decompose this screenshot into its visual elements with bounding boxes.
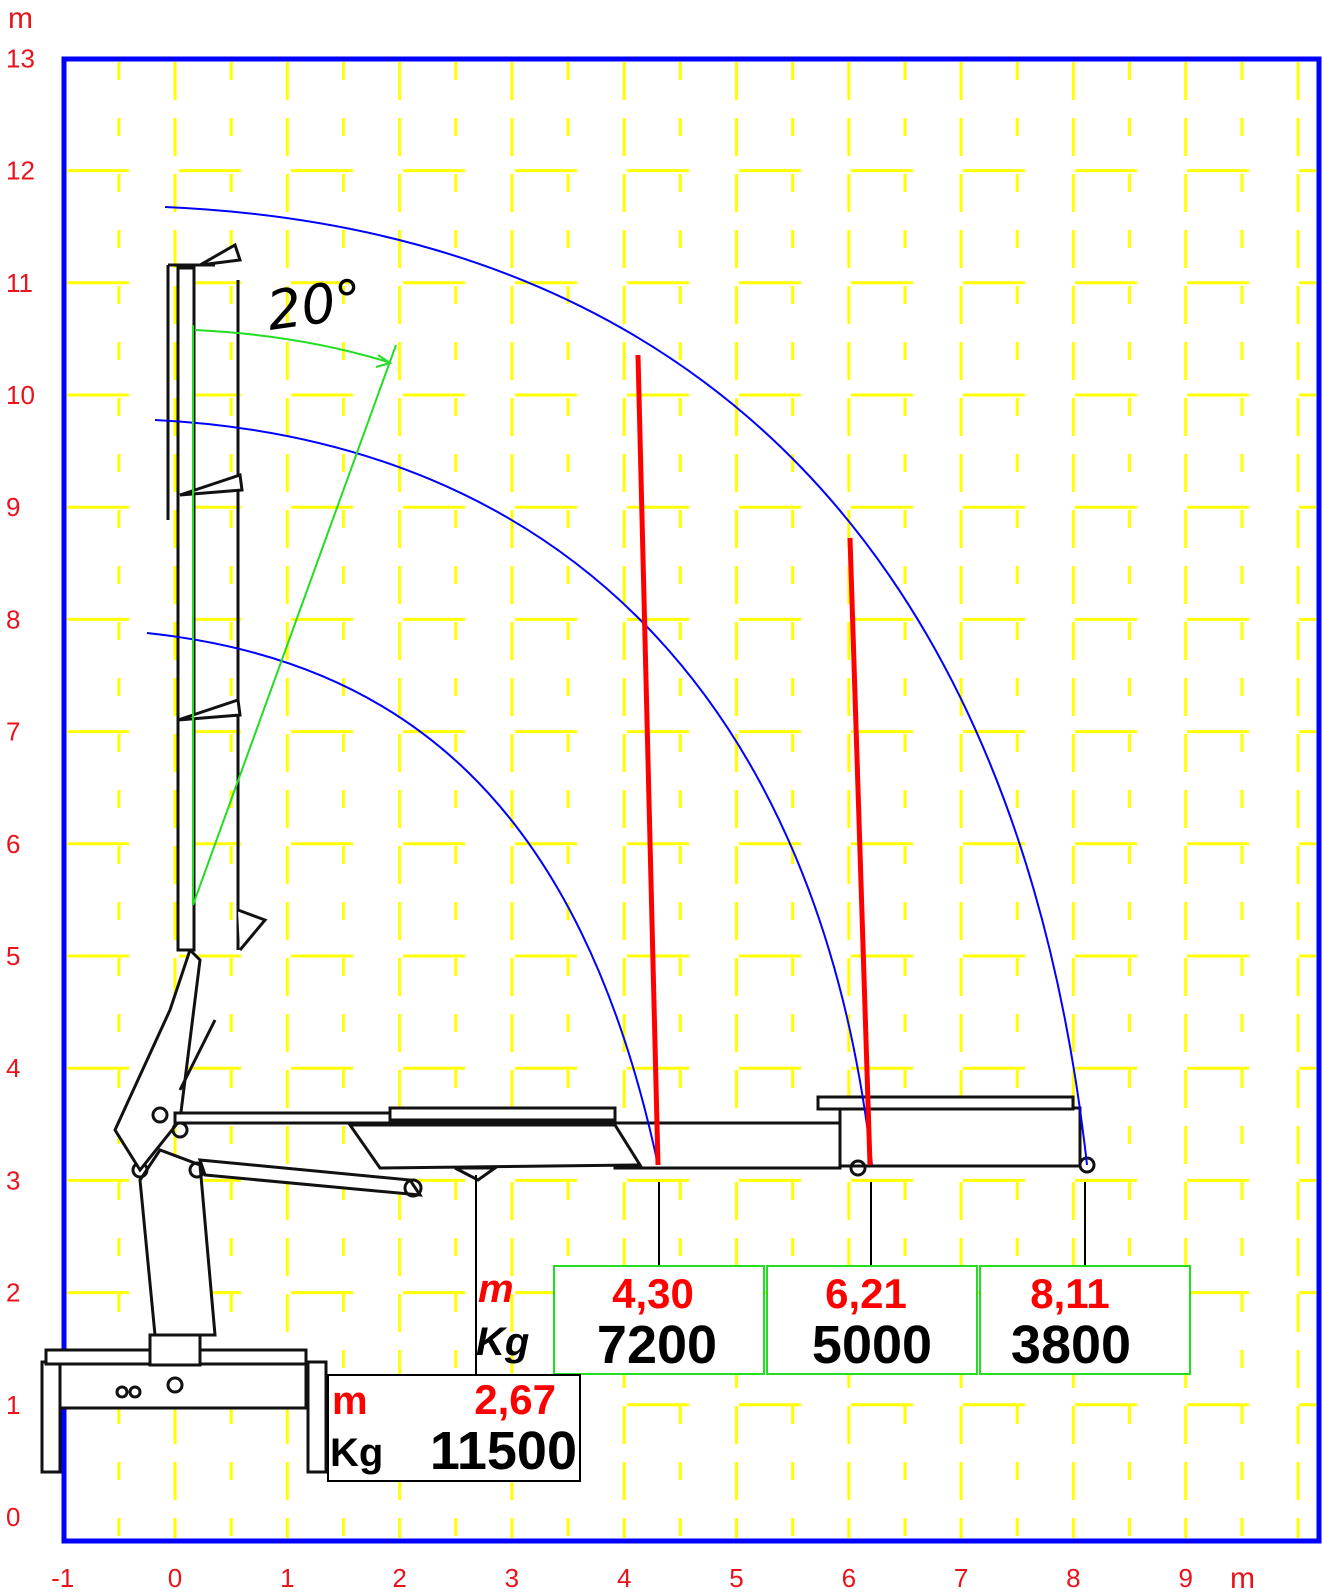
x-tick-label: -1 [51,1563,74,1593]
y-axis-unit: m [8,2,33,35]
x-axis-unit: m [1230,1562,1255,1593]
reach-value-3: 6,21 [825,1270,907,1317]
reach-arc-outer [164,206,1088,1166]
reach-value-4: 8,11 [1030,1270,1109,1317]
y-tick-label: 10 [6,380,35,410]
y-tick-label: 6 [6,829,20,859]
grid [67,56,1316,1538]
x-tick-label: 0 [168,1563,182,1593]
reach-value-2: 4,30 [612,1270,694,1317]
x-tick-label: 9 [1178,1563,1192,1593]
x-tick-label: 2 [392,1563,406,1593]
row-label-kg-2: Kg [330,1431,383,1475]
y-tick-label: 5 [6,941,20,971]
reach-value-1: 2,67 [474,1376,556,1423]
y-tick-label: 4 [6,1053,20,1083]
vertical-boom [176,266,196,952]
angle-indicator [192,325,397,906]
chart-frame [61,56,1322,1544]
y-tick-label: 3 [6,1165,20,1195]
load-table-top: m Kg 4,30 7200 6,21 5000 8,11 3800 [476,1265,1191,1375]
y-tick-label: 7 [6,717,20,747]
lift-line-2 [847,537,873,1166]
leader-lines [475,1175,1086,1376]
load-value-3: 5000 [812,1315,932,1375]
reach-arc-middle [154,419,873,1166]
load-value-2: 7200 [597,1315,717,1375]
x-tick-label: 5 [729,1563,743,1593]
x-tick-label: 6 [842,1563,856,1593]
x-tick-label: 1 [280,1563,294,1593]
load-value-1: 11500 [430,1421,577,1481]
y-tick-label: 9 [6,492,20,522]
outrigger-right [306,1360,328,1474]
x-tick-label: 7 [954,1563,968,1593]
crane-drawing [40,242,1096,1474]
row-label-m: m [478,1267,514,1311]
angle-label: 20° [263,267,367,343]
reach-arc-inner [146,632,659,1166]
row-label-kg: Kg [476,1320,529,1364]
y-tick-label: 2 [6,1278,20,1308]
row-label-m-2: m [332,1379,368,1423]
y-tick-label: 11 [6,268,33,298]
y-tick-label: 13 [6,43,35,73]
lift-line-1 [635,354,661,1166]
y-tick-label: 12 [6,156,35,186]
x-tick-label: 8 [1066,1563,1080,1593]
x-tick-label: 4 [617,1563,631,1593]
outrigger-left [40,1360,62,1474]
lift-lines [635,354,873,1166]
load-value-4: 3800 [1011,1315,1131,1375]
x-tick-label: 3 [505,1563,519,1593]
y-tick-label: 0 [6,1502,20,1532]
y-tick-label: 1 [6,1390,20,1420]
load-table-bottom: m Kg 2,67 11500 [327,1374,581,1482]
y-tick-label: 8 [6,604,20,634]
x-axis-tick-labels: -1 0 1 2 3 4 5 6 7 8 9 [51,1563,1193,1593]
